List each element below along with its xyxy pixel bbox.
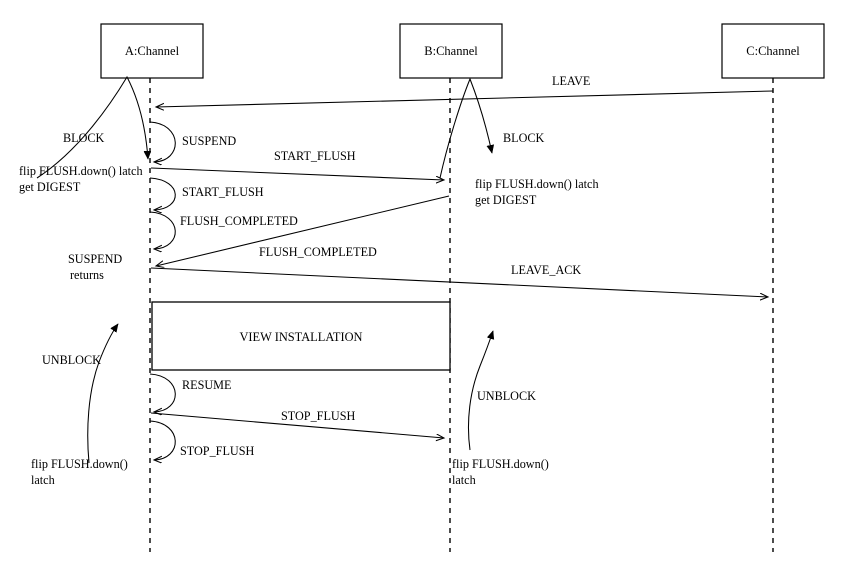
view-installation-box (151, 301, 451, 371)
note-a-suspend-returns-line2: returns (70, 268, 104, 282)
self-message-flush-completed-loop (149, 211, 176, 249)
participant-C-box (721, 23, 825, 79)
self-message-start-flush-loop (149, 177, 176, 210)
message-leave-line (156, 90, 774, 107)
message-start-flush-line (150, 167, 444, 180)
message-leave-label: LEAVE (552, 74, 590, 88)
message-start-flush-label: START_FLUSH (274, 149, 356, 163)
block-b-arrow (439, 77, 492, 179)
external-events-group: BLOCK BLOCK UNBLOCK UNBLOCK (36, 75, 545, 464)
participant-A[interactable]: A:Channel (100, 23, 204, 79)
self-message-resume-label: RESUME (182, 378, 231, 392)
self-message-start-flush-label: START_FLUSH (182, 185, 264, 199)
notes-group: flip FLUSH.down() latch get DIGEST SUSPE… (19, 164, 599, 487)
note-b-flush-digest-line1: flip FLUSH.down() latch (475, 177, 599, 191)
note-a-suspend-returns-line1: SUSPEND (68, 252, 122, 266)
participant-B-label: B:Channel (424, 44, 478, 58)
self-message-resume-loop (149, 373, 176, 412)
note-a-flip-latch-line1: flip FLUSH.down() (31, 457, 128, 471)
self-message-stop-flush-label: STOP_FLUSH (180, 444, 254, 458)
note-b-flip-latch-line2: latch (452, 473, 476, 487)
unblock-b-label: UNBLOCK (477, 389, 536, 403)
block-a-arrow (36, 75, 148, 179)
note-a-flush-digest-line1: flip FLUSH.down() latch (19, 164, 143, 178)
message-flush-completed-line (156, 195, 450, 266)
message-leave-ack-line (150, 267, 768, 297)
self-messages-group: SUSPEND START_FLUSH FLUSH_COMPLETED RESU… (149, 121, 298, 460)
unblock-a-arrow (87, 324, 118, 464)
view-installation-label: VIEW INSTALLATION (239, 330, 362, 344)
note-b-flush-digest-line2: get DIGEST (475, 193, 537, 207)
note-a-flip-latch-line2: latch (31, 473, 55, 487)
unblock-a-label: UNBLOCK (42, 353, 101, 367)
message-flush-completed-label: FLUSH_COMPLETED (259, 245, 377, 259)
block-b-label: BLOCK (503, 131, 545, 145)
message-stop-flush-line (150, 412, 444, 438)
message-stop-flush-label: STOP_FLUSH (281, 409, 355, 423)
participant-B[interactable]: B:Channel (399, 23, 503, 79)
participant-C[interactable]: C:Channel (721, 23, 825, 79)
view-installation-fragment[interactable]: VIEW INSTALLATION (151, 301, 451, 371)
self-message-flush-completed-label: FLUSH_COMPLETED (180, 214, 298, 228)
self-message-suspend-label: SUSPEND (182, 134, 236, 148)
participant-B-box (399, 23, 503, 79)
note-a-flush-digest-line2: get DIGEST (19, 180, 81, 194)
messages-group: LEAVE START_FLUSH FLUSH_COMPLETED LEAVE_… (150, 74, 774, 438)
participant-A-box (100, 23, 204, 79)
message-leave-ack-label: LEAVE_ACK (511, 263, 581, 277)
block-a-label: BLOCK (63, 131, 105, 145)
unblock-b-arrow (467, 331, 493, 451)
participant-C-label: C:Channel (746, 44, 800, 58)
note-b-flip-latch-line1: flip FLUSH.down() (452, 457, 549, 471)
self-message-stop-flush-loop (149, 420, 176, 460)
self-message-suspend-loop (149, 121, 176, 162)
participant-A-label: A:Channel (125, 44, 180, 58)
